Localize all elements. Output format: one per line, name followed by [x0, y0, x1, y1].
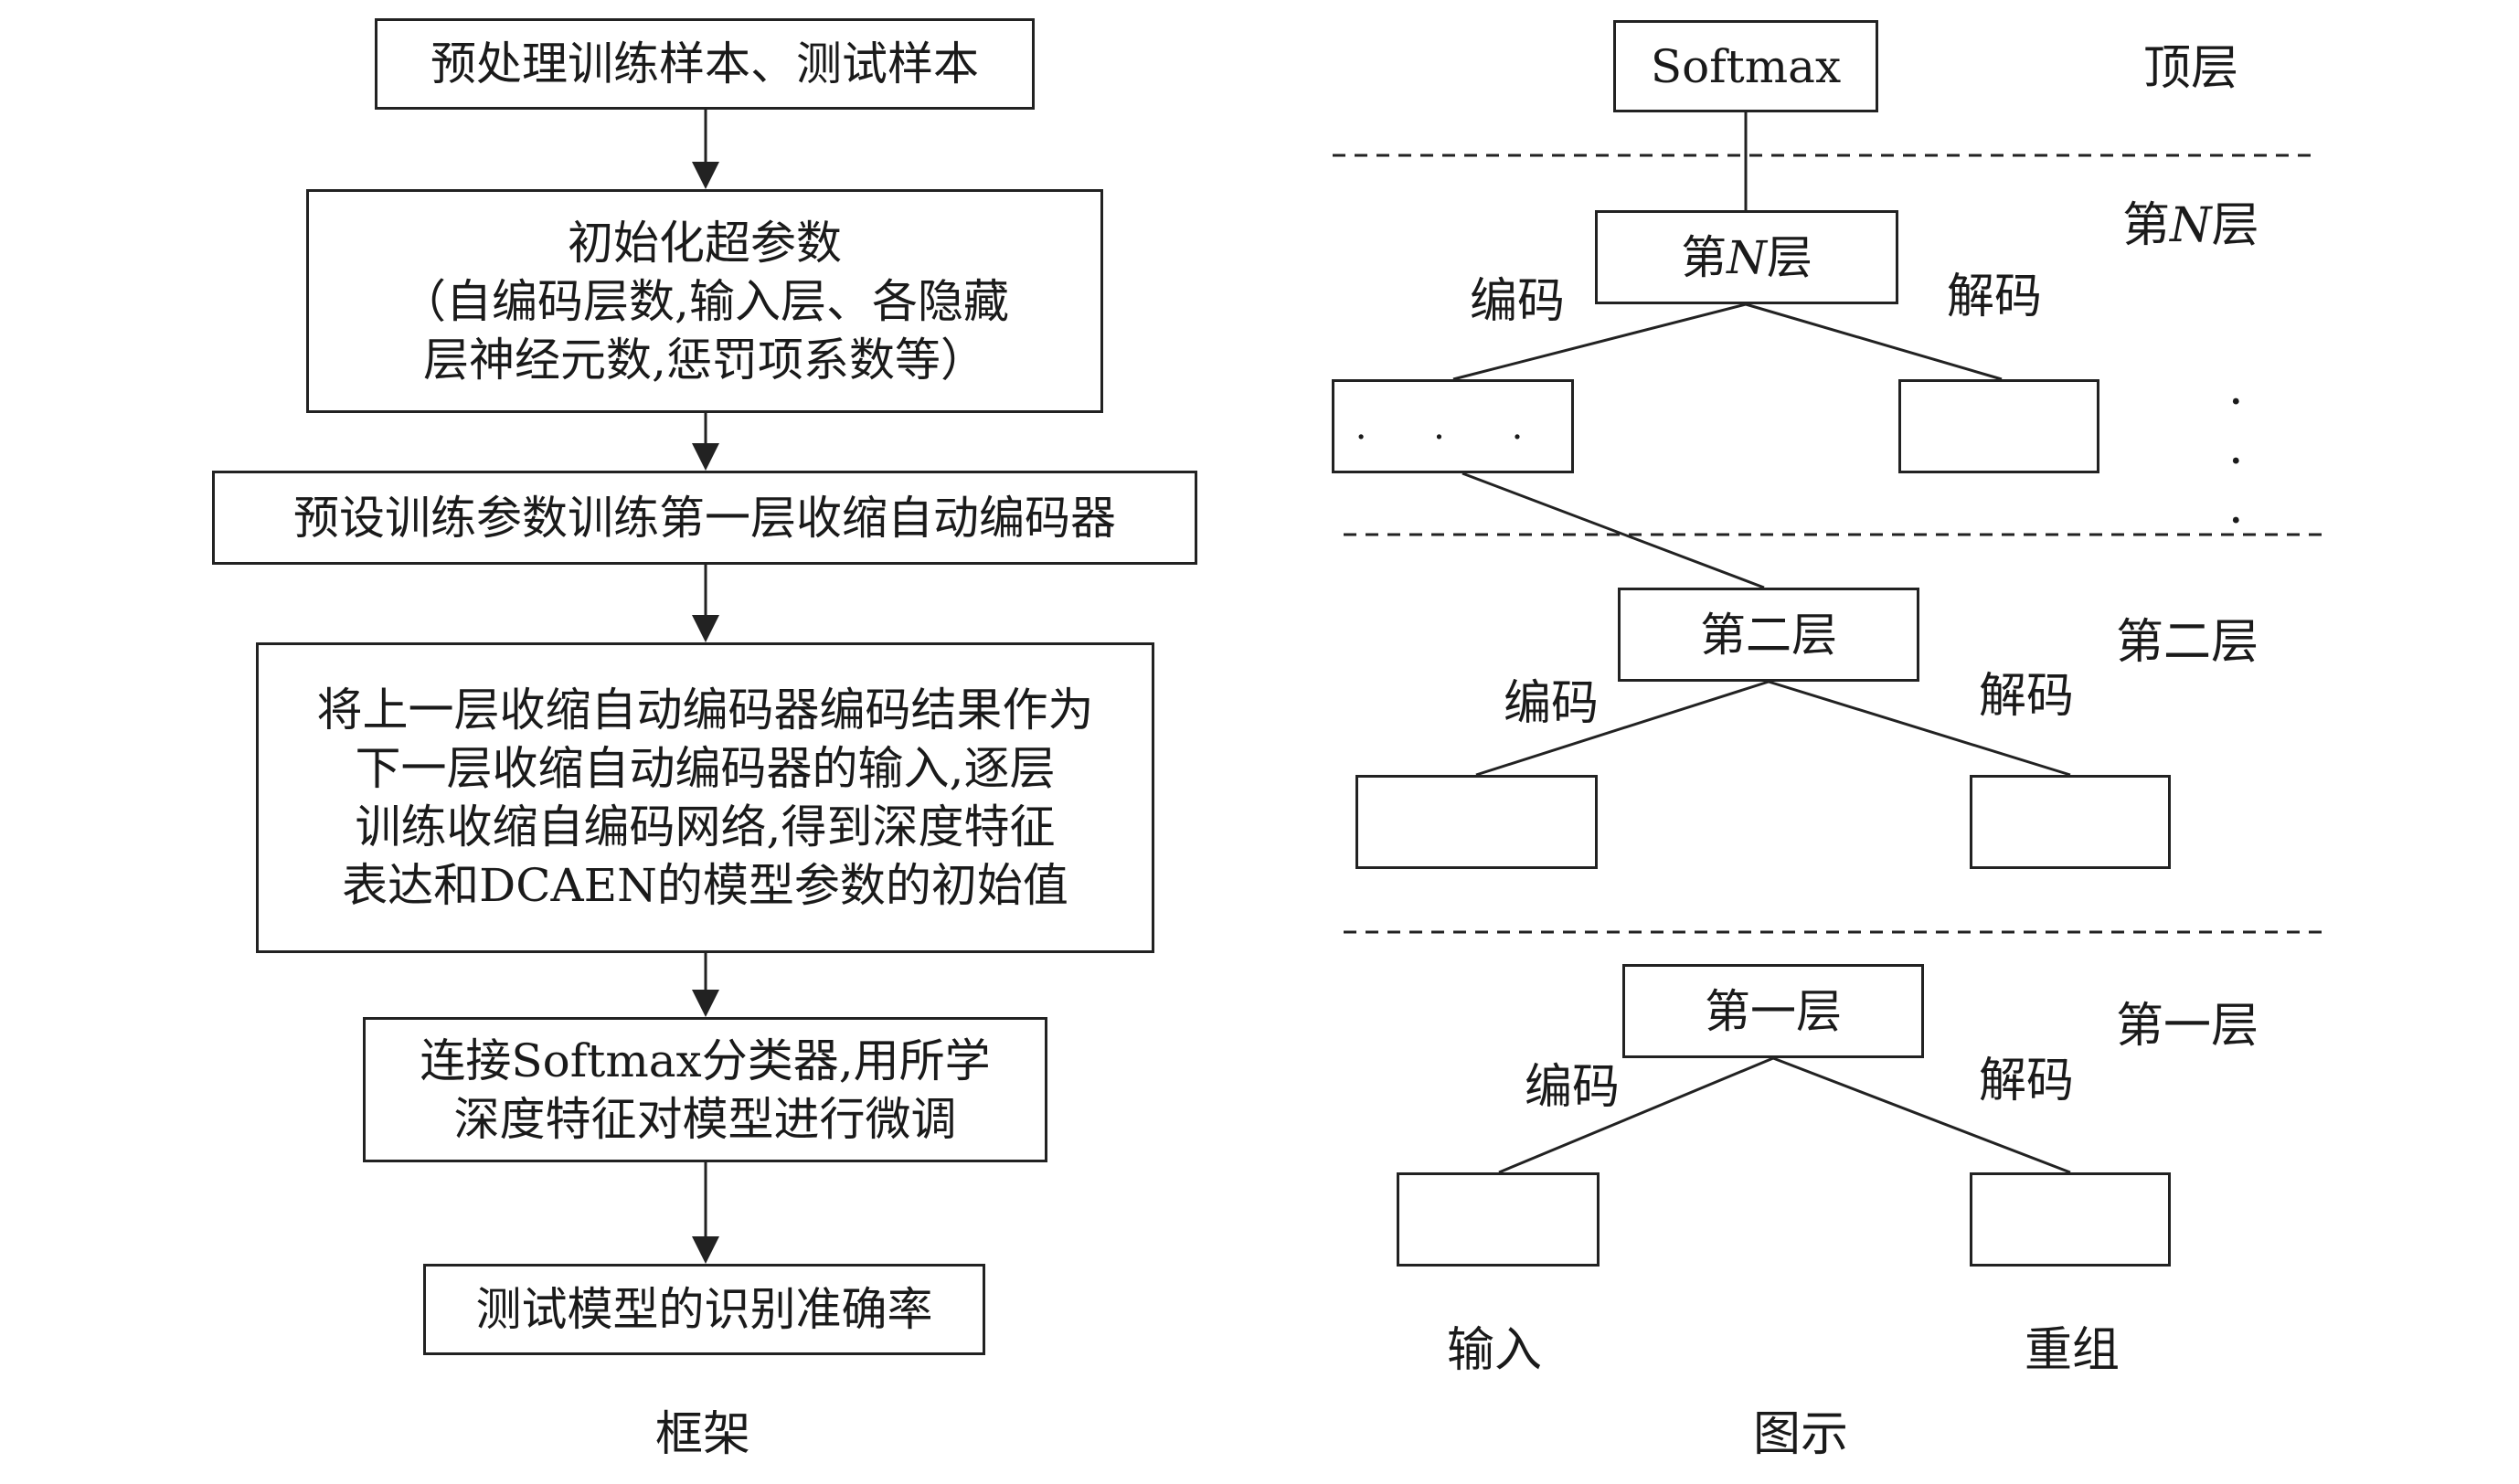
- flow-step-init-hyperparams: 初始化超参数 （自编码层数,输入层、各隐藏 层神经元数,惩罚项系数等）: [306, 189, 1103, 413]
- layer-2-decode-label: 解码: [1979, 669, 2075, 724]
- top-layer-label: 顶层: [2143, 41, 2239, 96]
- layer-1-box-text: 第一层: [1705, 984, 1842, 1038]
- layer-n-encode-line: [1452, 302, 1747, 381]
- layer-2-encode-line: [1475, 680, 1770, 777]
- flow-step-layerwise-line-2: 下一层收缩自动编码器的输入,逐层: [355, 742, 1056, 795]
- layer-n-encode-box: . . .: [1332, 379, 1574, 473]
- layer-2-encode-box: [1355, 775, 1598, 869]
- layer-2-encode-label: 编码: [1504, 676, 1600, 731]
- vertical-dot-1: .: [2228, 361, 2244, 416]
- softmax-box: Softmax: [1613, 20, 1878, 112]
- layer-1-decode-line: [1772, 1056, 2071, 1174]
- flow-step-pretrain-text: 预设训练参数训练第一层收缩自动编码器: [293, 491, 1116, 545]
- layer-n-decode-label: 解码: [1947, 270, 2043, 324]
- flow-step-layerwise-line-3: 训练收缩自编码网络,得到深度特征: [355, 800, 1056, 853]
- layer-n-encode-label: 编码: [1470, 274, 1566, 329]
- flow-step-layerwise-line-4: 表达和DCAEN的模型参数的初始值: [342, 859, 1068, 912]
- layer-n-box-text: 第N层: [1681, 230, 1812, 284]
- layer-1-encode-label: 编码: [1525, 1060, 1621, 1115]
- flow-step-softmax-line-2: 深度特征对模型进行微调: [453, 1092, 957, 1146]
- layer-n-side-label: 第N层: [2122, 198, 2259, 253]
- layer-1-encode-line: [1498, 1056, 1774, 1174]
- framework-caption: 框架: [655, 1407, 751, 1462]
- input-box: [1397, 1172, 1600, 1267]
- flow-step-test-text: 测试模型的识别准确率: [475, 1283, 933, 1336]
- flow-step-preprocess: 预处理训练样本、测试样本: [375, 18, 1035, 110]
- vertical-dot-3: .: [2228, 480, 2244, 535]
- ellipsis-text: . . .: [1355, 405, 1551, 448]
- layer-2-decode-line: [1768, 680, 2071, 777]
- layer-1-decode-label: 解码: [1979, 1054, 2075, 1108]
- flow-step-softmax-finetune: 连接Softmax分类器,用所学 深度特征对模型进行微调: [363, 1017, 1047, 1162]
- flow-step-softmax-line-1: 连接Softmax分类器,用所学: [420, 1034, 991, 1087]
- flow-step-init-line-2: （自编码层数,输入层、各隐藏: [400, 274, 1009, 328]
- softmax-box-text: Softmax: [1650, 39, 1842, 93]
- flow-step-layerwise-line-1: 将上一层收缩自动编码器编码结果作为: [316, 684, 1094, 737]
- reconstruct-label: 重组: [2025, 1323, 2120, 1378]
- flow-step-init-line-1: 初始化超参数: [568, 216, 842, 270]
- layer-n-box: 第N层: [1595, 210, 1898, 304]
- layer-1-side-label: 第一层: [2116, 999, 2259, 1054]
- layer-2-side-label: 第二层: [2116, 615, 2259, 670]
- flow-step-init-line-3: 层神经元数,惩罚项系数等）: [423, 333, 986, 387]
- flow-step-layerwise-training: 将上一层收缩自动编码器编码结果作为 下一层收缩自动编码器的输入,逐层 训练收缩自…: [256, 642, 1154, 953]
- layer-n-decode-line: [1745, 302, 2003, 381]
- layer-2-decode-box: [1970, 775, 2171, 869]
- flow-step-preprocess-text: 预处理训练样本、测试样本: [430, 37, 979, 90]
- illustration-caption: 图示: [1753, 1407, 1849, 1462]
- layer-n-decode-box: [1898, 379, 2099, 473]
- flow-step-test-accuracy: 测试模型的识别准确率: [423, 1264, 985, 1355]
- layer-1-box: 第一层: [1622, 964, 1924, 1058]
- flow-step-pretrain-first-layer: 预设训练参数训练第一层收缩自动编码器: [212, 471, 1197, 565]
- layer-2-box-text: 第二层: [1700, 608, 1837, 662]
- input-label: 输入: [1447, 1323, 1543, 1378]
- reconstruct-box: [1970, 1172, 2171, 1267]
- layer-2-box: 第二层: [1618, 588, 1919, 682]
- stack-link: [1461, 472, 1765, 589]
- vertical-dot-2: .: [2228, 420, 2244, 475]
